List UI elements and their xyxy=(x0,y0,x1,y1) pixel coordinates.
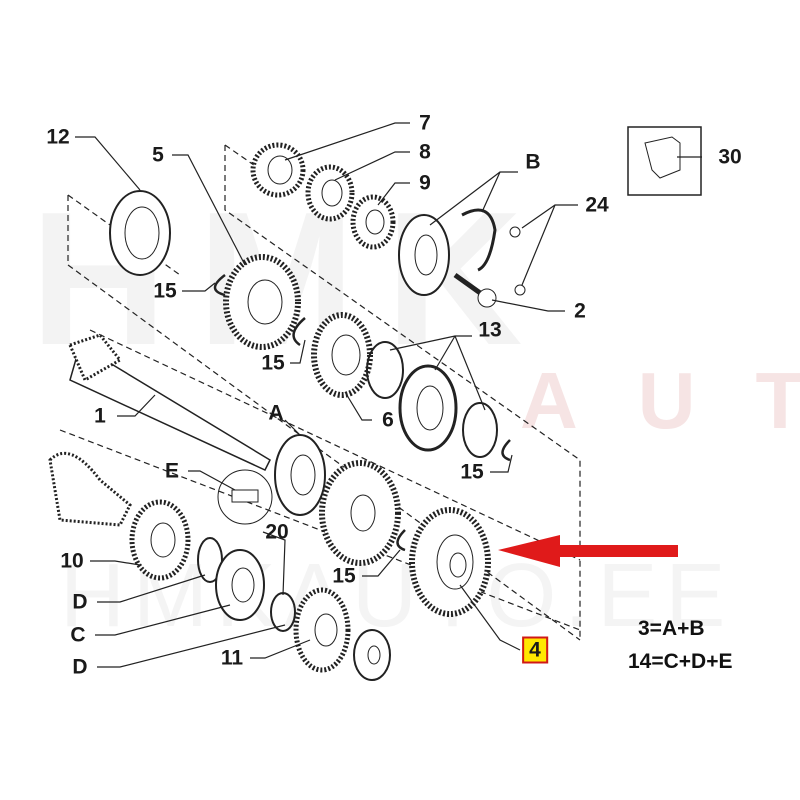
part-11-gear xyxy=(293,587,351,673)
callout-B: B xyxy=(525,150,541,174)
legend-formula-14: 14=C+D+E xyxy=(628,650,733,673)
callout-13: 13 xyxy=(478,318,502,342)
callout-15: 15 xyxy=(153,279,177,303)
part-30-icon xyxy=(644,136,681,179)
part-bearing-small xyxy=(353,629,391,681)
part-9-gear xyxy=(350,194,396,250)
callout-12: 12 xyxy=(46,125,70,149)
part-7-gear xyxy=(250,142,306,198)
part-24-screws xyxy=(509,226,526,296)
callout-15: 15 xyxy=(332,564,356,588)
part-5-gear xyxy=(223,254,301,350)
callout-20: 20 xyxy=(265,520,289,544)
callout-2: 2 xyxy=(574,299,586,323)
part-6-gear xyxy=(311,312,373,398)
callout-24: 24 xyxy=(585,193,609,217)
red-arrow-pointer xyxy=(498,535,678,567)
callout-C: C xyxy=(70,623,86,647)
part-8-gear xyxy=(305,164,355,222)
callout-6: 6 xyxy=(382,408,394,432)
callout-5: 5 xyxy=(152,143,164,167)
callout-E: E xyxy=(164,459,180,483)
callout-15: 15 xyxy=(460,460,484,484)
part-B-bearing xyxy=(398,214,450,296)
legend-formula-3: 3=A+B xyxy=(638,617,705,640)
callout-1: 1 xyxy=(94,404,106,428)
callout-4-highlighted: 4 xyxy=(522,636,548,664)
callout-D: D xyxy=(72,655,88,679)
part-12-bearing xyxy=(109,190,171,276)
callout-11: 11 xyxy=(220,646,244,670)
leader-lines xyxy=(75,122,702,668)
callout-30: 30 xyxy=(718,145,742,169)
callout-10: 10 xyxy=(60,549,84,573)
part-C-bearing xyxy=(215,549,265,621)
callout-7: 7 xyxy=(419,111,431,135)
part-3-gear xyxy=(319,460,401,566)
callout-8: 8 xyxy=(419,140,431,164)
part-15-clips xyxy=(213,274,511,552)
gears xyxy=(48,142,526,681)
part-4-gear xyxy=(409,507,491,617)
dashed-group-outline xyxy=(67,195,581,641)
callout-A: A xyxy=(268,401,284,425)
part-10-gear xyxy=(48,451,191,581)
part-B-plate xyxy=(461,208,497,272)
callout-9: 9 xyxy=(419,171,431,195)
part-A-bearing xyxy=(274,434,326,516)
group-boundaries xyxy=(59,144,581,641)
part-2-pin xyxy=(453,272,497,308)
callout-15: 15 xyxy=(261,351,285,375)
part-1-shaft xyxy=(67,333,271,471)
callout-D: D xyxy=(72,590,88,614)
part-13-synchro xyxy=(366,341,498,458)
part-E-key xyxy=(217,469,273,525)
